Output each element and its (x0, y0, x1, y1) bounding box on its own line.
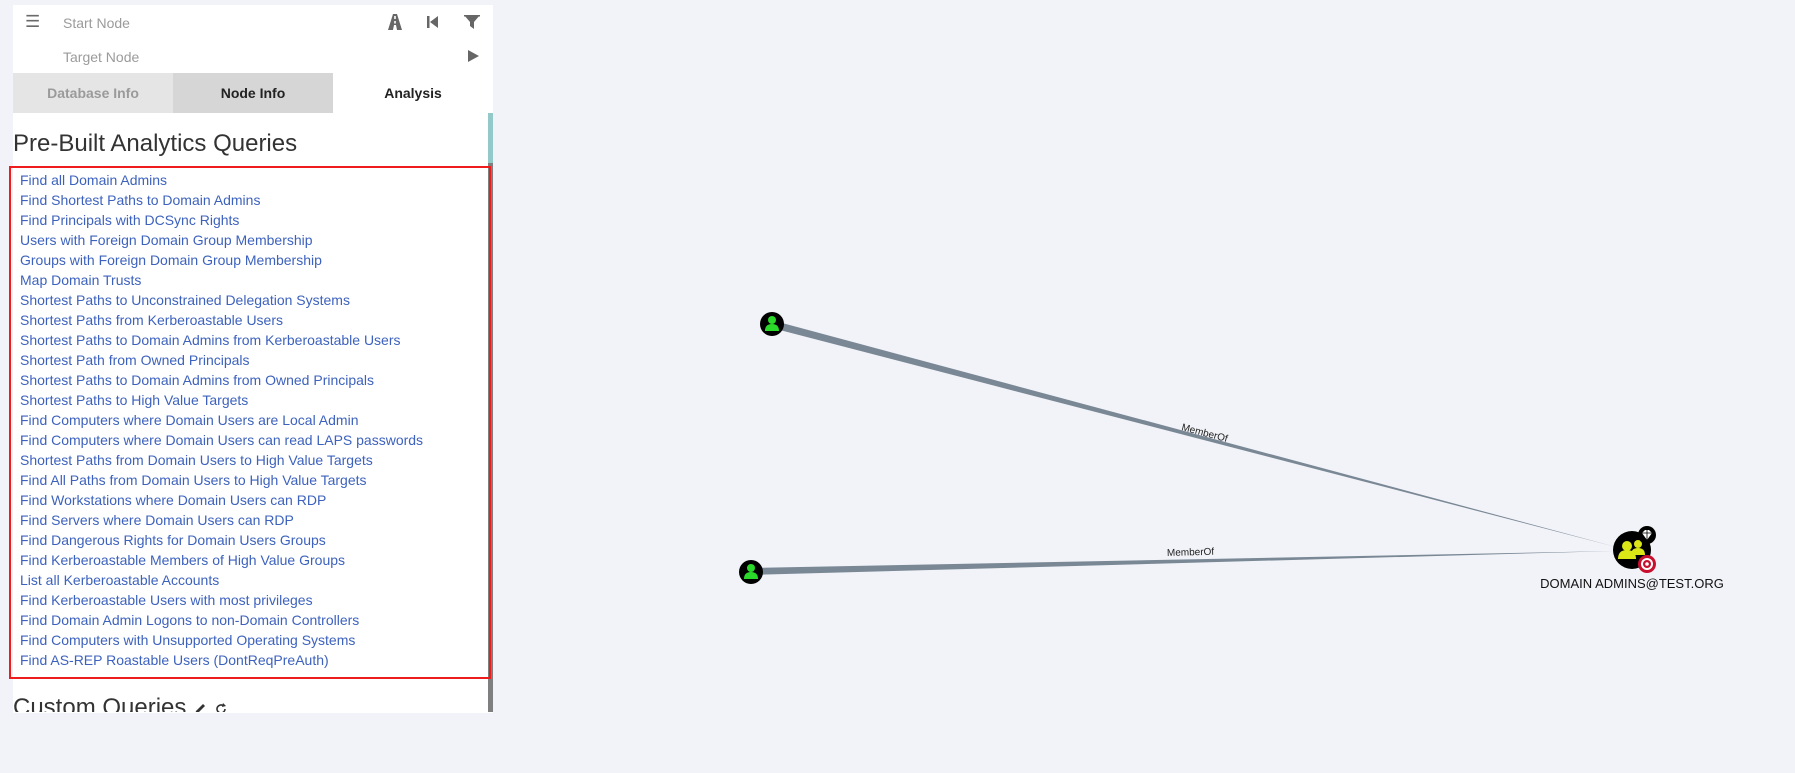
target-node-row: Target Node (13, 39, 493, 73)
user-icon (744, 564, 758, 579)
graph-edge-memberof-1[interactable]: MemberOf (771, 320, 1616, 547)
scrollbar[interactable] (488, 113, 493, 712)
road-icon[interactable] (385, 13, 405, 31)
node-label: DOMAIN ADMINS@TEST.ORG (1540, 576, 1724, 591)
tab-node-info[interactable]: Node Info (173, 73, 333, 113)
hamburger-icon[interactable]: ☰ (25, 12, 41, 31)
query-link[interactable]: Find all Domain Admins (20, 172, 168, 188)
query-link[interactable]: Find All Paths from Domain Users to High… (20, 472, 367, 488)
query-link[interactable]: Find Computers with Unsupported Operatin… (20, 632, 356, 648)
query-link[interactable]: Find Principals with DCSync Rights (20, 212, 240, 228)
group-icon (1618, 540, 1645, 559)
query-link[interactable]: Shortest Paths to Domain Admins from Ker… (20, 332, 401, 348)
query-link[interactable]: Find Kerberoastable Members of High Valu… (20, 552, 346, 568)
query-link[interactable]: Find Shortest Paths to Domain Admins (20, 192, 261, 208)
custom-queries-title: Custom Queries (13, 694, 228, 712)
query-link[interactable]: Shortest Paths to High Value Targets (20, 392, 249, 408)
tab-database-info[interactable]: Database Info (13, 73, 173, 113)
play-icon[interactable] (463, 47, 483, 65)
start-node-input[interactable]: Start Node (63, 15, 130, 31)
section-title: Pre-Built Analytics Queries (13, 130, 298, 157)
query-link[interactable]: Find Computers where Domain Users are Lo… (20, 412, 359, 428)
query-link[interactable]: Shortest Paths to Unconstrained Delegati… (20, 292, 350, 308)
query-link[interactable]: Shortest Path from Owned Principals (20, 352, 250, 368)
start-node-row: ☰ Start Node (13, 5, 493, 39)
query-link[interactable]: Users with Foreign Domain Group Membersh… (20, 232, 313, 248)
query-link[interactable]: Find AS-REP Roastable Users (DontReqPreA… (20, 652, 329, 668)
analysis-content: Pre-Built Analytics Queries Find all Dom… (13, 113, 493, 712)
edge-label-1: MemberOf (1180, 422, 1229, 445)
query-link[interactable]: Find Servers where Domain Users can RDP (20, 512, 294, 528)
tab-analysis[interactable]: Analysis (333, 73, 493, 113)
custom-queries-label: Custom Queries (13, 694, 187, 712)
refresh-icon[interactable] (214, 702, 228, 712)
target-node-input[interactable]: Target Node (63, 49, 140, 65)
edge-label-2: MemberOf (1167, 547, 1215, 559)
query-link[interactable]: Map Domain Trusts (20, 272, 142, 288)
left-panel: ☰ Start Node Target Node Database Info N… (13, 5, 493, 713)
scrollbar-thumb[interactable] (488, 113, 493, 163)
user-node[interactable] (739, 560, 763, 584)
domain-admins-node[interactable]: DOMAIN ADMINS@TEST.ORG (1540, 526, 1724, 591)
user-node[interactable] (760, 312, 784, 336)
query-link[interactable]: List all Kerberoastable Accounts (20, 572, 220, 588)
query-link[interactable]: Find Computers where Domain Users can re… (20, 432, 424, 448)
query-link[interactable]: Find Kerberoastable Users with most priv… (20, 592, 313, 608)
user-icon (765, 316, 779, 331)
skip-back-icon[interactable] (423, 13, 443, 31)
query-link[interactable]: Shortest Paths from Domain Users to High… (20, 452, 373, 468)
pencil-icon[interactable] (193, 702, 207, 712)
high-value-diamond-icon (1638, 526, 1656, 544)
query-link[interactable]: Shortest Paths to Domain Admins from Own… (20, 372, 375, 388)
query-link[interactable]: Find Dangerous Rights for Domain Users G… (20, 532, 326, 548)
graph-edge-memberof-2[interactable]: MemberOf (750, 547, 1616, 575)
target-icon (1638, 555, 1656, 573)
query-link[interactable]: Find Domain Admin Logons to non-Domain C… (20, 612, 360, 628)
query-link[interactable]: Shortest Paths from Kerberoastable Users (20, 312, 284, 328)
query-link[interactable]: Groups with Foreign Domain Group Members… (20, 252, 322, 268)
query-link[interactable]: Find Workstations where Domain Users can… (20, 492, 327, 508)
tab-bar: Database Info Node Info Analysis (13, 73, 493, 113)
filter-icon[interactable] (462, 13, 482, 31)
